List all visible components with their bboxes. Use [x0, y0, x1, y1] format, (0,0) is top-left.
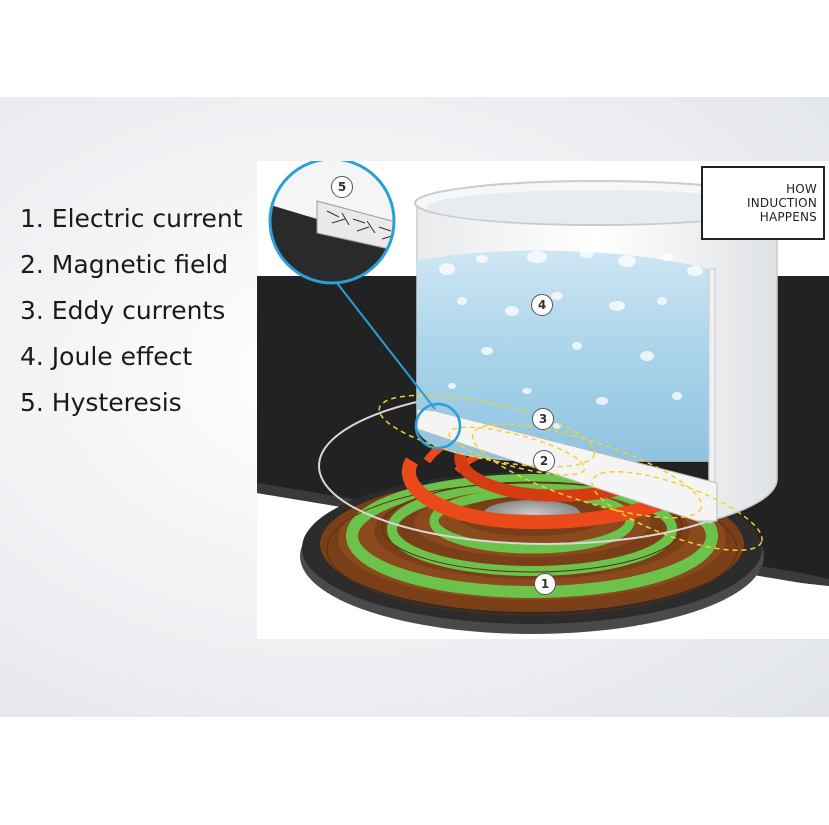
magnetic-field-lines: [378, 394, 763, 552]
how-induction-happens-label: HOW INDUCTION HAPPENS: [701, 166, 825, 240]
legend-item-magnetic-field: 2. Magnetic field: [20, 250, 229, 279]
legend-list: 1. Electric current 2. Magnetic field 3.…: [20, 196, 243, 426]
marker-1: 1: [534, 573, 556, 595]
marker-3: 3: [532, 408, 554, 430]
induction-illustration: 5 4 3 2 1: [257, 161, 829, 639]
water: [417, 250, 709, 461]
legend-item-electric-current: 1. Electric current: [20, 204, 243, 233]
marker-5: 5: [331, 176, 353, 198]
marker-4: 4: [531, 294, 553, 316]
marker-2: 2: [533, 450, 555, 472]
induction-diagram-svg: [257, 161, 829, 634]
hysteresis-zoom-inset: [268, 161, 396, 285]
zoom-target-ring: [414, 402, 462, 450]
legend-item-eddy-currents: 3. Eddy currents: [20, 296, 226, 325]
legend-item-joule-effect: 4. Joule effect: [20, 342, 193, 371]
legend-item-hysteresis: 5. Hysteresis: [20, 388, 182, 417]
zoom-connector: [336, 282, 436, 410]
